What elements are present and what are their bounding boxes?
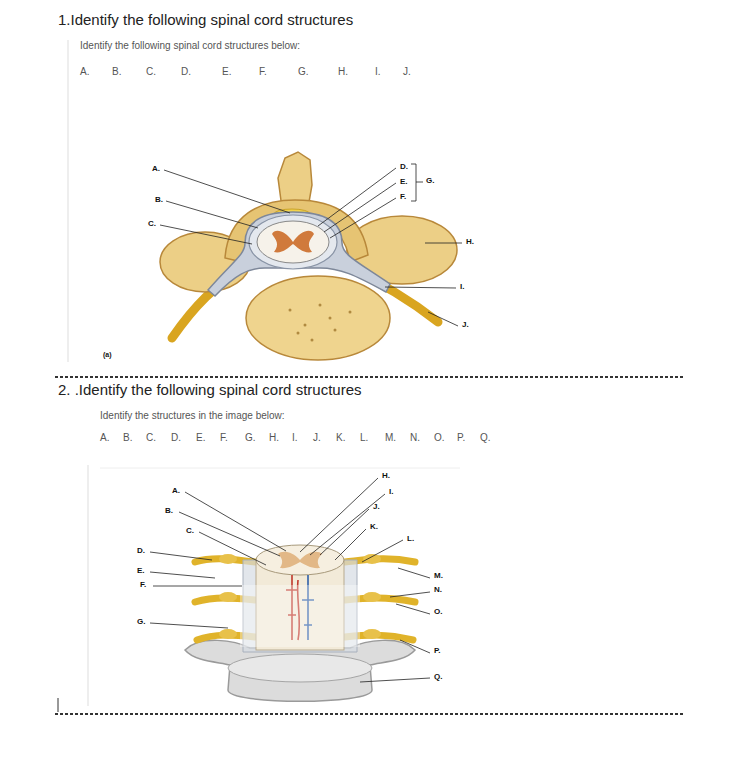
question-heading: 1.Identify the following spinal cord str…	[58, 12, 353, 29]
leader-lines	[160, 164, 462, 326]
callout-letter: H.	[382, 472, 390, 481]
answer-letter: A.	[100, 432, 109, 443]
callout-letter: D.	[137, 547, 145, 556]
callout-letter: G.	[426, 177, 434, 186]
leader-lines	[150, 478, 430, 682]
answer-letter: G.	[298, 66, 309, 77]
callout-letter: J.	[373, 503, 380, 512]
callout-letter: L.	[407, 535, 414, 544]
answer-letter: N.	[410, 432, 420, 443]
callout-letter: A.	[172, 487, 180, 496]
answer-letter: K.	[336, 432, 345, 443]
answer-letter: B.	[123, 432, 132, 443]
callout-letter: P.	[434, 647, 441, 656]
answer-letter: A.	[80, 66, 89, 77]
callout-letter: K.	[370, 523, 378, 532]
instruction-text: Identify the structures in the image bel…	[100, 410, 285, 421]
answer-letter: L.	[360, 432, 368, 443]
text-cursor	[58, 698, 59, 712]
callout-letter: O.	[434, 608, 442, 617]
answer-letter: B.	[112, 66, 121, 77]
margin-rule	[68, 40, 69, 362]
callout-letter: F.	[140, 581, 146, 590]
spinal-cord-segment	[185, 545, 415, 701]
answer-letter: Q.	[480, 432, 491, 443]
question-heading: 2. .Identify the following spinal cord s…	[58, 382, 362, 399]
answer-letter: E.	[222, 66, 231, 77]
answer-letter: I.	[375, 66, 381, 77]
vertebra-cross-section	[160, 152, 457, 360]
answer-letter: E.	[196, 432, 205, 443]
answer-letter: C.	[146, 66, 156, 77]
callout-letter: H.	[466, 238, 474, 247]
answer-letter: J.	[403, 66, 411, 77]
answer-letter: G.	[245, 432, 256, 443]
dotted-separator	[55, 376, 683, 378]
instruction-text: Identify the following spinal cord struc…	[80, 40, 300, 51]
answer-letter: D.	[181, 66, 191, 77]
callout-letter: I.	[389, 488, 393, 497]
callout-letter: A.	[152, 165, 160, 174]
callout-letter: J.	[462, 321, 469, 330]
callout-letter: B.	[155, 196, 163, 205]
answer-letter: H.	[269, 432, 279, 443]
callout-letter: M.	[434, 572, 443, 581]
callout-letter: Q.	[434, 673, 442, 682]
figure-tag: (a)	[103, 351, 112, 359]
answer-letter: D.	[171, 432, 181, 443]
answer-letter: I.	[292, 432, 298, 443]
callout-letter: E.	[400, 178, 408, 187]
answer-letter: O.	[434, 432, 445, 443]
callout-letter: E.	[137, 567, 145, 576]
callout-letter: F.	[400, 193, 406, 202]
callout-letter: D.	[400, 163, 408, 172]
answer-letter: M.	[385, 432, 396, 443]
callout-letter: C.	[186, 527, 194, 536]
callout-letter: B.	[165, 507, 173, 516]
margin-rule	[88, 465, 89, 706]
answer-letter: C.	[146, 432, 156, 443]
answer-letter: F.	[259, 66, 267, 77]
callout-letter: N.	[434, 586, 442, 595]
callout-letter: G.	[137, 618, 145, 627]
answer-letter: J.	[313, 432, 321, 443]
margin-rule	[100, 468, 460, 469]
answer-letter: P.	[457, 432, 465, 443]
callout-letter: I.	[460, 283, 464, 292]
answer-letter: H.	[338, 66, 348, 77]
answer-letter: F.	[220, 432, 228, 443]
dotted-separator	[55, 713, 683, 715]
callout-letter: C.	[148, 220, 156, 229]
